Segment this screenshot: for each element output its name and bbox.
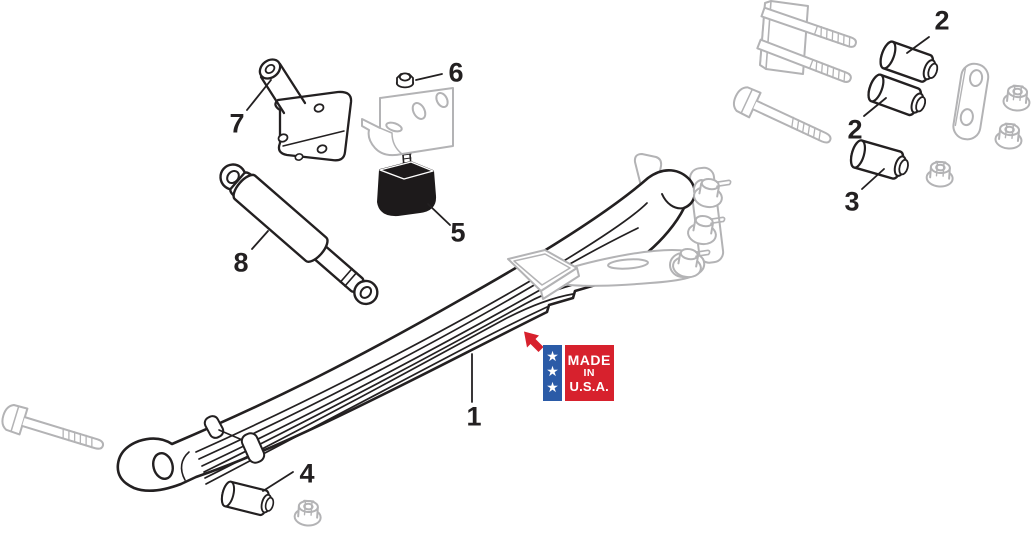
bushing-3-drawing xyxy=(847,137,913,183)
rear-shackle-front-drawing xyxy=(507,173,732,300)
star-icon: ★ xyxy=(546,379,559,396)
star-icon: ★ xyxy=(546,364,559,381)
bushing-4-drawing xyxy=(218,479,278,519)
part-label-2a: 2 xyxy=(934,5,950,36)
part-label-3: 3 xyxy=(844,186,860,217)
hex-bolt-bottom-drawing xyxy=(0,401,108,460)
badge-text-box: MADE IN U.S.A. xyxy=(564,345,614,401)
shock-absorber-drawing xyxy=(219,163,379,306)
shackle-plate-drawing xyxy=(952,62,990,141)
callout-leaders xyxy=(246,36,930,492)
leaf-spring-drawing xyxy=(116,169,697,493)
part-label-5: 5 xyxy=(450,217,466,248)
flange-nut-upper-right-drawing xyxy=(1001,83,1032,113)
flange-nut-bottom-drawing xyxy=(293,499,323,528)
made-in-usa-arrow xyxy=(524,331,544,352)
star-icon: ★ xyxy=(546,348,559,365)
nut-drawing xyxy=(395,72,415,89)
part-label-2b: 2 xyxy=(847,114,863,145)
badge-line-in: IN xyxy=(583,366,595,379)
hex-bolt-top-drawing xyxy=(729,82,837,154)
shock-bracket-drawing xyxy=(258,58,353,162)
made-in-usa-badge: ★ ★ ★ MADE IN U.S.A. xyxy=(543,345,614,401)
flange-nut-lower-right-drawing xyxy=(925,160,955,189)
part-label-7: 7 xyxy=(229,108,245,139)
part-label-6: 6 xyxy=(448,57,464,88)
part-label-8: 8 xyxy=(233,247,249,278)
part-label-1: 1 xyxy=(466,401,482,432)
badge-line-usa: U.S.A. xyxy=(569,378,609,394)
badge-line-made: MADE xyxy=(567,351,611,368)
frame-bracket-drawing xyxy=(361,87,454,157)
part-label-4: 4 xyxy=(299,458,315,489)
badge-star-column: ★ ★ ★ xyxy=(543,345,562,401)
flange-nut-mid-right-drawing xyxy=(993,121,1025,151)
